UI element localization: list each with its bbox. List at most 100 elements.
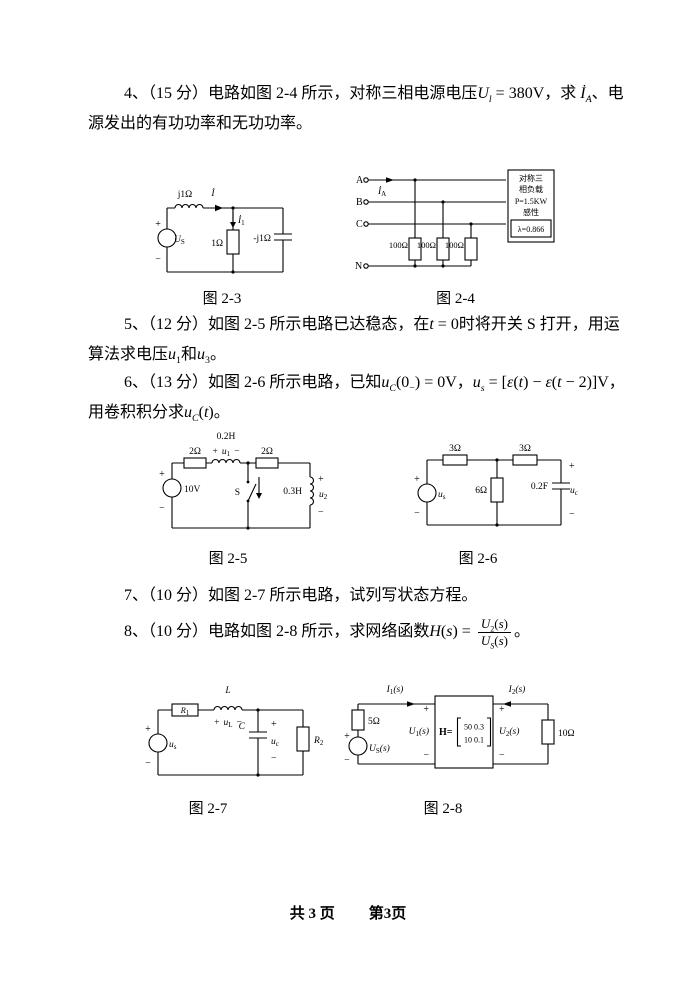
fig25-source-label: 10V	[184, 485, 201, 495]
fig27-capacitor-label: C	[239, 722, 246, 732]
polarity-plus: +	[423, 704, 429, 715]
fig25-switch-label: S	[235, 488, 240, 498]
fig24-load-line-1: 对称三	[519, 173, 543, 183]
fig24-line-current-arrow: İA	[377, 177, 394, 198]
question-4-line-2: 源发出的有功功率和无功功率。	[88, 115, 313, 132]
figure-2-7-circuit: + − us R1 L +uL− C + uc − R2	[145, 686, 324, 777]
fig27-inductor: L +uL−	[213, 686, 243, 729]
fig23-junction-dots	[231, 206, 235, 274]
fig28-resistor-1: 5Ω	[351, 709, 380, 731]
polarity-plus: +	[344, 731, 350, 742]
fig24-load-line-2: 相负载	[519, 184, 543, 194]
fig26-wires	[426, 459, 562, 526]
fig26-resistor-1-label: 3Ω	[449, 444, 461, 454]
fig27-resistor-2: R2	[296, 726, 324, 752]
polarity-minus: −	[159, 503, 165, 514]
polarity-plus: +	[414, 474, 420, 485]
fig23-capacitor: -j1Ω	[253, 233, 292, 244]
fig26-voltage-source: + − us	[414, 474, 446, 519]
figure-2-3-circuit: j1Ω + − US İ İ1 1Ω -j1Ω	[155, 187, 292, 274]
fig26-resistor-3-label: 6Ω	[475, 486, 487, 496]
fig26-junction-dots	[495, 458, 499, 527]
fig28-i2-label: I2(s)	[508, 684, 526, 696]
fig26-source-label: us	[438, 490, 446, 501]
fig24-terminals	[363, 177, 369, 269]
fig28-u2-label: U2(s)	[499, 726, 519, 738]
fig27-resistor-2-label: R2	[313, 736, 324, 747]
fig27-resistor-1-label: R1	[180, 705, 190, 717]
footer-total-pages: 共 3 页	[289, 906, 335, 922]
figure-caption-2-8: 图 2-8	[423, 801, 463, 817]
polarity-plus: +	[155, 219, 161, 230]
fig23-voltage-source: + − US	[155, 219, 185, 265]
polarity-plus: +	[159, 469, 165, 480]
fig24-load-line-5: λ=0.866	[518, 225, 544, 234]
figure-2-6-circuit: + − us 3Ω 3Ω 6Ω 0.2F + uc −	[414, 444, 578, 527]
fig24-neutral-label: N	[355, 261, 362, 272]
question-6-line-2: 用卷积积分求uC(t)。	[88, 404, 230, 425]
fig24-load-line-3: P=1.5KW	[515, 197, 548, 206]
fig28-resistor-2-label: 10Ω	[558, 729, 575, 739]
fig27-wires	[157, 709, 304, 776]
polarity-minus: −	[344, 755, 350, 766]
fig23-resistor: 1Ω	[211, 229, 240, 255]
fig24-resistor-3-label: 100Ω	[445, 240, 464, 250]
question-7-line-1: 7、（10 分）如图 2-7 所示电路，试列写状态方程。	[124, 587, 478, 604]
fig25-resistor-1-label: 2Ω	[189, 447, 201, 457]
figure-caption-2-4: 图 2-4	[436, 291, 475, 307]
fig24-resistor-2-label: 100Ω	[417, 240, 436, 250]
figure-caption-2-7: 图 2-7	[188, 801, 228, 817]
fig28-h-matrix-row-1: 50 0.3	[464, 723, 484, 732]
fig23-source-label: US	[174, 235, 185, 246]
figure-caption-2-6: 图 2-6	[458, 551, 498, 567]
fig26-resistor-3: 6Ω	[475, 477, 504, 503]
fig26-capacitor: 0.2F + uc −	[531, 461, 578, 520]
fig24-load-box: 对称三 相负载 P=1.5KW 感性 λ=0.866	[507, 169, 555, 243]
fig27-source-label: us	[169, 740, 177, 751]
fig28-i2-arrow: I2(s)	[503, 684, 525, 707]
fig27-resistor-1: R1	[171, 703, 199, 717]
fig28-voltage-source: + − US(s)	[344, 731, 390, 766]
fig28-two-port-box: H= 50 0.3 10 0.1	[434, 695, 494, 769]
fig24-resistor-1: 100Ω	[389, 237, 422, 261]
polarity-plus: +	[569, 461, 575, 472]
polarity-plus: +	[145, 724, 151, 735]
fig28-i1-label: I1(s)	[386, 684, 404, 696]
fig23-resistor-label: 1Ω	[211, 239, 223, 249]
fig27-voltage-source: + − us	[145, 724, 177, 769]
fig25-inductor-1-label: 0.2H	[217, 432, 236, 442]
fig24-resistor-1-label: 100Ω	[389, 240, 408, 250]
polarity-minus: −	[414, 508, 420, 519]
fig28-port1-labels: + U1(s) −	[409, 704, 430, 761]
polarity-minus: −	[145, 758, 151, 769]
fig26-resistor-2-label: 3Ω	[519, 444, 531, 454]
figure-caption-2-5: 图 2-5	[208, 551, 248, 567]
fig25-resistor-2-label: 2Ω	[261, 447, 273, 457]
fig25-voltage-source: + − 10V	[159, 469, 200, 514]
fig26-resistor-2: 3Ω	[512, 444, 538, 466]
fig23-inductor: j1Ω	[174, 190, 204, 209]
figure-2-5-circuit: + − 10V 2Ω 0.2H +u1− 2Ω S 0.3H +	[159, 432, 328, 530]
fig28-wires	[357, 703, 549, 765]
fig24-phase-b-label: B	[356, 197, 363, 208]
polarity-plus: +	[318, 474, 324, 485]
fig26-resistor-1: 3Ω	[442, 444, 468, 466]
fig23-inductor-label: j1Ω	[177, 190, 192, 200]
fig28-source-label: US(s)	[369, 743, 390, 755]
polarity-minus: −	[155, 254, 161, 265]
page-footer: 共 3 页 第3页	[0, 902, 696, 923]
fig25-inductor-2: 0.3H + u2 −	[283, 474, 328, 518]
fig27-junction-dots	[256, 708, 260, 777]
polarity-minus: −	[423, 750, 429, 761]
fig27-capacitor: C + uc −	[239, 719, 279, 764]
fig27-inductor-label: L	[224, 686, 230, 696]
fig26-uc-label: uc	[570, 486, 578, 497]
fig28-h-matrix-row-2: 10 0.1	[464, 736, 484, 745]
question-8-line-1: 8、（10 分）电路如图 2-8 所示，求网络函数H(s) = U2(s)US(…	[124, 616, 531, 651]
question-4-line-1: 4、（15 分）电路如图 2-4 所示，对称三相电源电压Ul = 380V，求 …	[124, 85, 624, 106]
fig24-wires	[368, 179, 506, 267]
fig28-h-label: H=	[439, 727, 453, 738]
footer-current-page: 第3页	[368, 906, 407, 922]
figure-2-8-circuit: H= 50 0.3 10 0.1 5Ω + − US(s) I1(s) I2(s…	[344, 684, 575, 769]
polarity-minus: −	[499, 750, 505, 761]
